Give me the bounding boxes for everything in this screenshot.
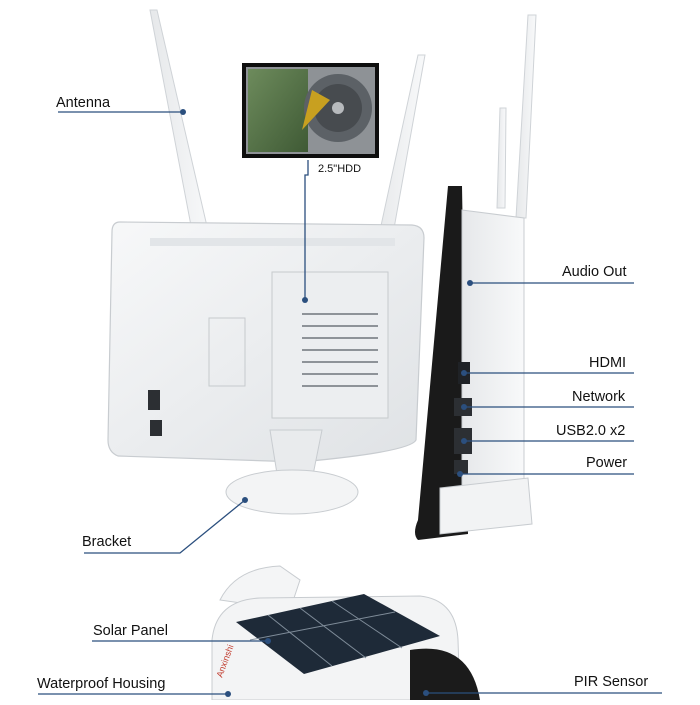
callout-solar-panel: Solar Panel — [93, 623, 168, 639]
nvr-side-view — [415, 14, 537, 540]
callout-audio-out: Audio Out — [562, 264, 627, 280]
solar-camera: Anxinshi — [211, 565, 480, 701]
callout-hdmi: HDMI — [589, 355, 627, 371]
hdd-image — [242, 63, 379, 158]
callout-lines — [38, 109, 662, 697]
nvr-back-view — [107, 9, 426, 515]
callout-hdd: 2.5"HDD — [318, 163, 362, 175]
callout-usb: USB2.0 x2 — [556, 423, 626, 439]
callout-bracket: Bracket — [82, 534, 132, 550]
callout-pir-sensor: PIR Sensor — [574, 674, 649, 690]
callout-network: Network — [572, 389, 626, 405]
callout-antenna: Antenna — [56, 95, 111, 111]
callout-waterproof-housing: Waterproof Housing — [37, 676, 166, 692]
callout-power: Power — [586, 455, 628, 471]
